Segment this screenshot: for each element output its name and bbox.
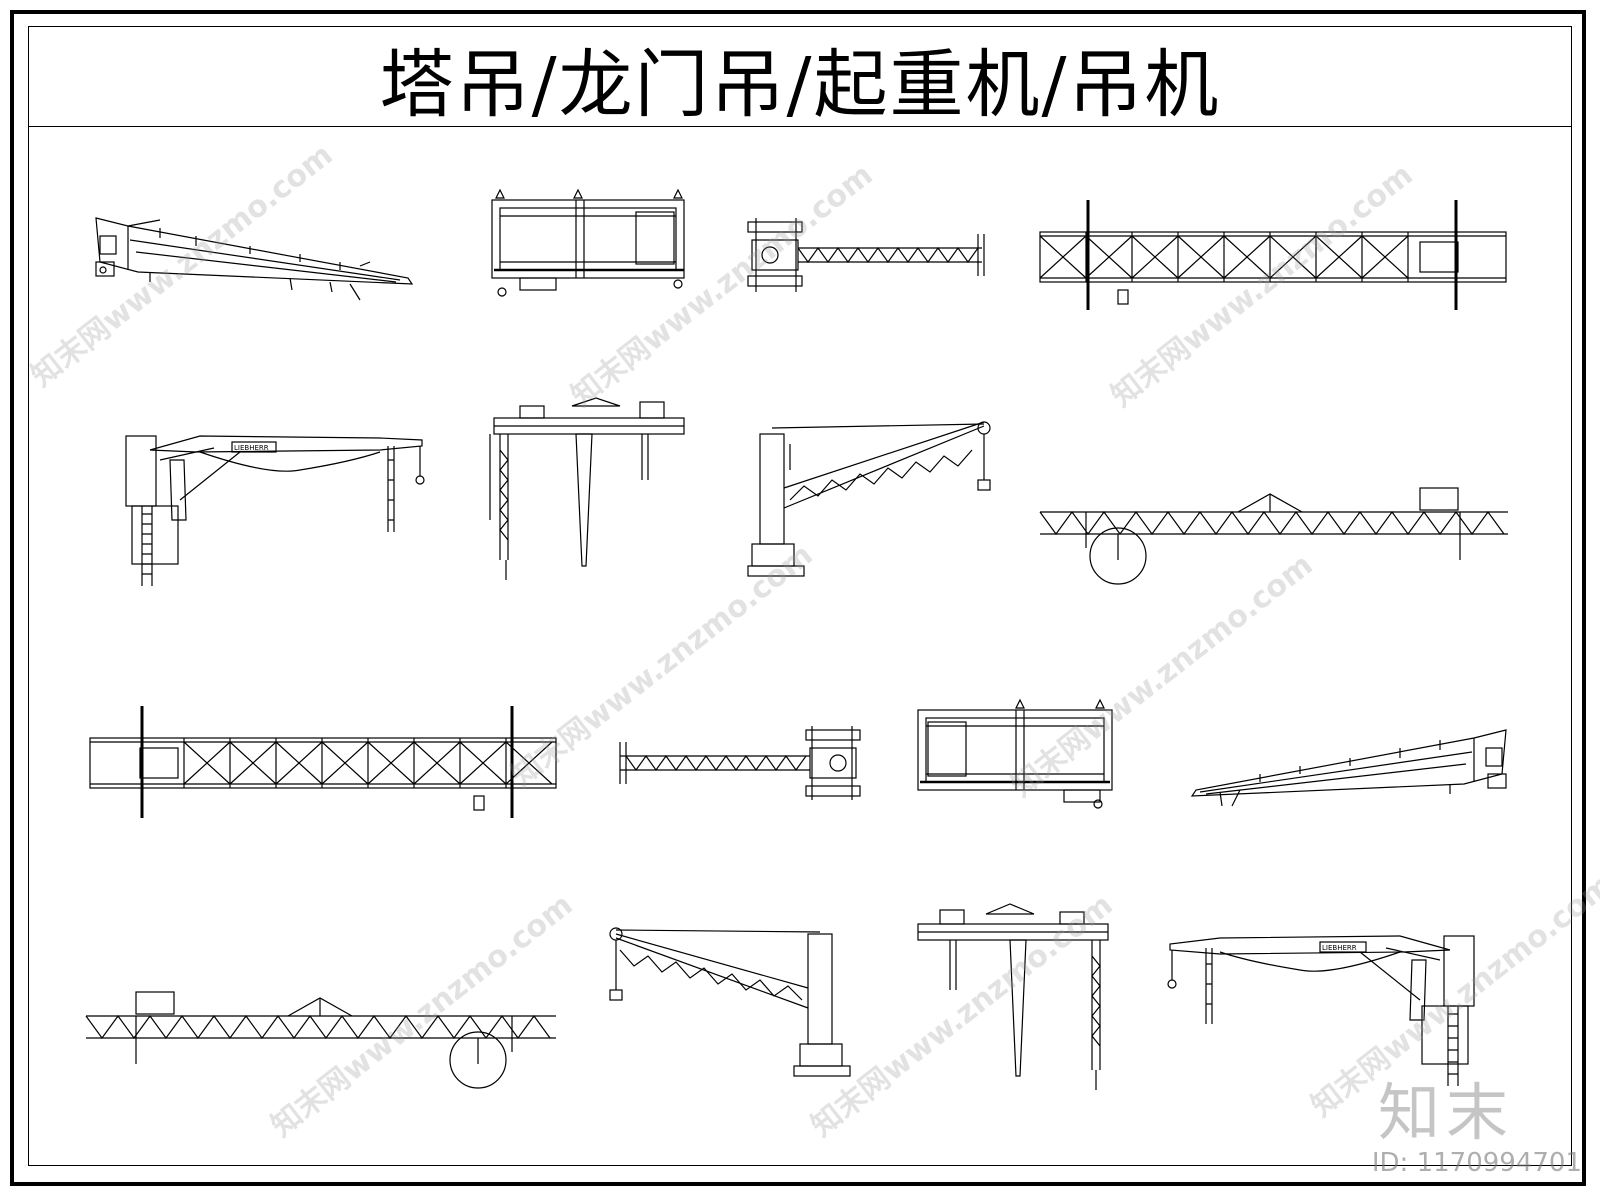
lattice-bridge-plan-b [89,706,557,818]
ship-crane-elevation-b [1167,935,1475,1086]
slewing-jib-crane-side-a [95,217,414,301]
luffing-crane-elevation-a [747,421,991,577]
gantry-crane-plan-a [491,188,685,297]
lattice-bridge-plan-a [1039,200,1507,310]
truss-bridge-elevation-b [85,991,556,1089]
ship-crane-elevation-a [125,435,425,586]
title-divider [28,126,1572,127]
gantry-crane-elevation-b [917,903,1109,1090]
cabin-label-a: LIEBHERR [234,444,269,452]
gantry-crane-elevation-a [489,397,685,580]
gantry-crane-plan-b [917,698,1113,809]
tower-crane-plan-a [747,218,985,292]
slewing-jib-crane-side-b [1190,729,1507,807]
drawing-border-inner [28,26,1572,1166]
truss-bridge-elevation-a [1039,487,1508,585]
cabin-label-b: LIEBHERR [1322,944,1357,952]
drawing-border-outer [10,10,1586,1186]
sheet-title: 塔吊/龙门吊/起重机/吊机 [379,41,1221,128]
brand-mark: 知末 [1377,1076,1514,1149]
tower-crane-plan-b [619,726,861,800]
luffing-crane-elevation-b [609,927,851,1077]
id-label: ID: 1170994701 [1371,1148,1582,1178]
